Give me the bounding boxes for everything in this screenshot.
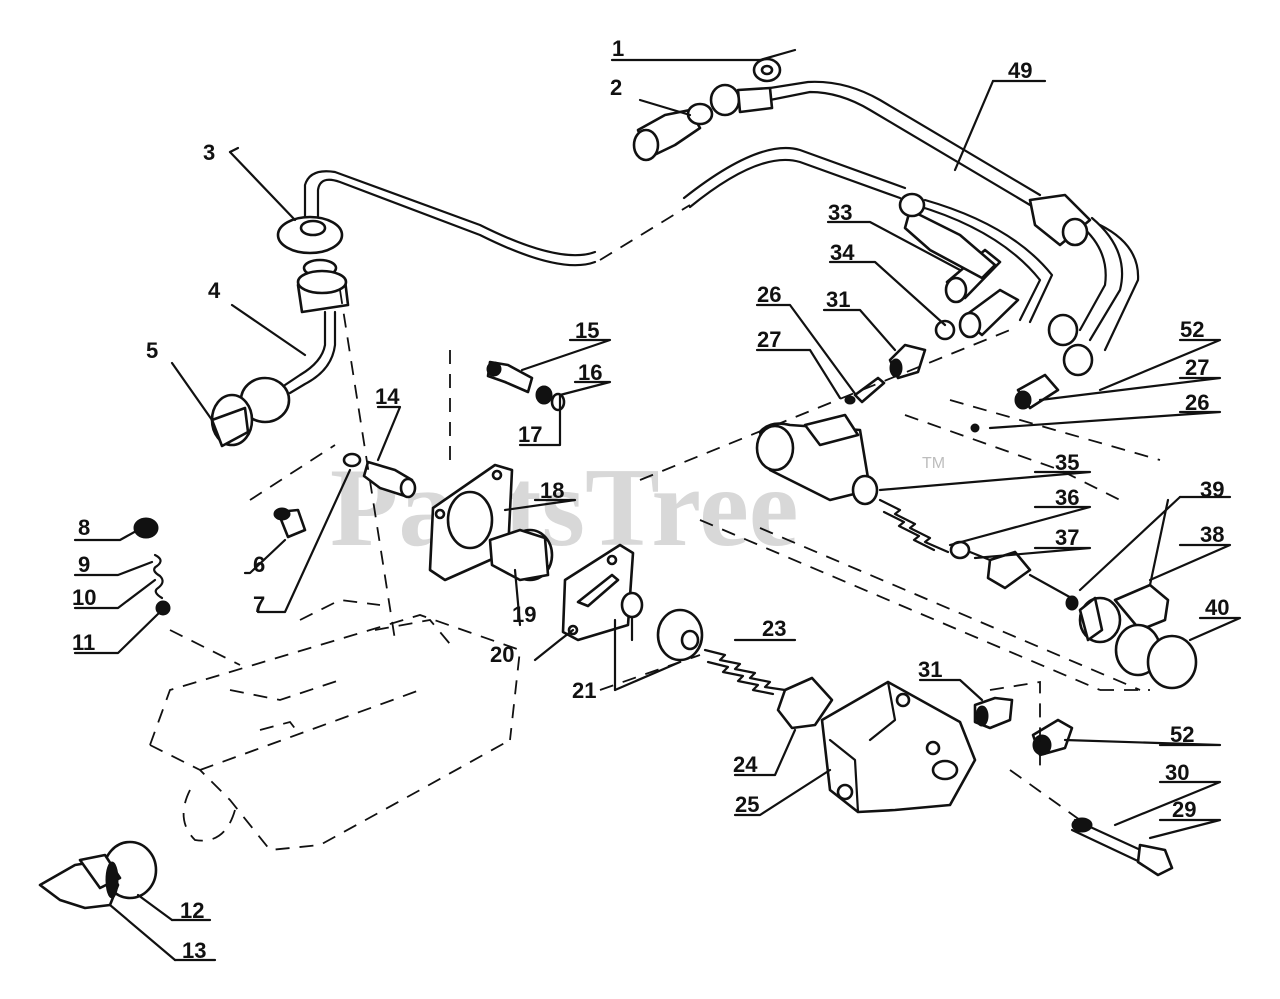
callout-17: 17 [518,422,542,447]
callout-27-right: 27 [1185,355,1209,380]
callout-38: 38 [1200,522,1224,547]
part-35-carb-body [755,413,879,506]
callout-33: 33 [828,200,852,225]
part-34-nut [934,288,1020,341]
part-19-diaphragm-cup [488,528,554,582]
part-20-plate [561,543,635,642]
callout-10: 10 [72,585,96,610]
callout-12: 12 [180,898,204,923]
callout-49: 49 [1008,58,1032,83]
callout-1: 1 [612,36,624,61]
part-15-screw [486,360,534,394]
engine-block-outline [149,599,521,851]
part-31-fitting-lower [973,696,1014,730]
part-40-drain-knob [1065,595,1198,690]
callout-27-upper: 27 [757,327,781,352]
part-49-junction [1028,193,1092,247]
callout-31-upper: 31 [826,287,850,312]
callout-16: 16 [578,360,602,385]
part-26-27-jet-upper [844,376,886,405]
callout-40: 40 [1205,595,1229,620]
callout-25: 25 [735,792,759,817]
callout-36: 36 [1055,485,1079,510]
callout-4: 4 [208,278,221,303]
callout-15: 15 [575,318,599,343]
part-2-banjo-bolt [632,83,774,162]
callout-30: 30 [1165,760,1189,785]
callout-23: 23 [762,616,786,641]
part-33-union [898,192,1002,304]
callout-29: 29 [1172,797,1196,822]
callout-5: 5 [146,338,158,363]
watermark-trademark: TM [922,455,945,472]
part-36-spring [878,498,950,554]
callout-18: 18 [540,478,564,503]
callout-24: 24 [733,752,758,777]
part-23-spring [703,648,787,696]
part-24-cap [776,676,834,730]
part-4-fuel-filter [283,269,350,395]
callout-13: 13 [182,938,206,963]
callout-8: 8 [78,515,90,540]
part-37-needle [949,540,1077,602]
part-7-14-fitting [342,452,417,499]
callout-labels: 1 2 3 4 5 6 7 8 9 10 11 12 13 14 15 16 1… [72,36,1229,963]
callout-37: 37 [1055,525,1079,550]
callout-21: 21 [572,678,596,703]
part-6-plug [273,507,307,539]
part-52-fitting-upper [970,313,1094,433]
assembly-outline-right [169,289,1161,821]
part-25-pump-body [820,680,977,814]
part-52-fitting-lower [1031,718,1074,757]
part-3-grommet [276,215,344,278]
callout-52-upper: 52 [1180,317,1204,342]
callout-2: 2 [610,75,622,100]
callout-31-lower: 31 [918,657,942,682]
callout-34: 34 [830,240,855,265]
callout-35: 35 [1055,450,1079,475]
callout-3: 3 [203,140,215,165]
part-21-valve-stem [620,591,704,662]
part-38-bowl [1078,498,1170,644]
leader-lines [73,48,1242,962]
part-13-drain-cap [38,853,122,910]
callout-9: 9 [78,552,90,577]
callout-6: 6 [253,552,265,577]
callout-14: 14 [375,384,400,409]
callout-20: 20 [490,642,514,667]
fuel-line-assembly [303,80,1140,352]
callout-52-lower: 52 [1170,722,1194,747]
callout-11: 11 [72,630,95,655]
callout-26-upper: 26 [757,282,781,307]
part-5-filter-bowl [210,376,291,448]
callout-19: 19 [512,602,536,627]
callout-26-right: 26 [1185,390,1209,415]
part-1-washer [752,57,782,83]
callout-7: 7 [253,592,265,617]
callout-39: 39 [1200,477,1224,502]
watermark-text: PartsTree [330,446,799,570]
part-29-30-bolt [1070,817,1174,877]
part-8-11-relief-set [133,517,171,616]
